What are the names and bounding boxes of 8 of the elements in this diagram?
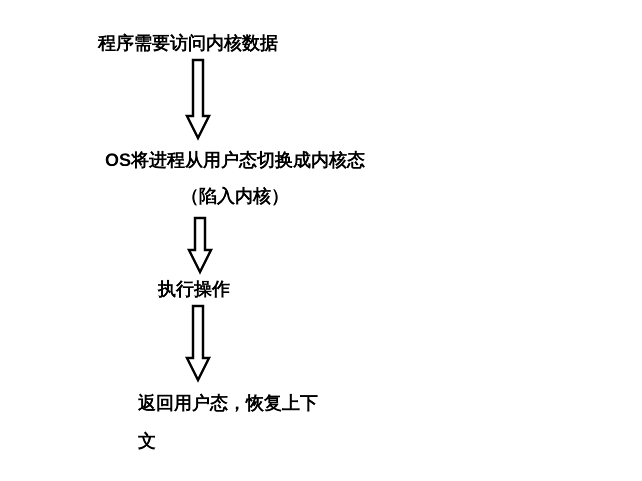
step-text: 程序需要访问内核数据 (98, 32, 279, 55)
step-text: 执行操作 (158, 278, 231, 301)
block-arrow (184, 304, 212, 383)
step-text: OS将进程从用户态切换成内核态 (104, 149, 366, 172)
step-text: （陷入内核） (180, 185, 290, 208)
step-text: 返回用户态，恢复上下文 (138, 392, 319, 453)
block-arrow (186, 216, 214, 275)
block-arrow (184, 58, 212, 141)
